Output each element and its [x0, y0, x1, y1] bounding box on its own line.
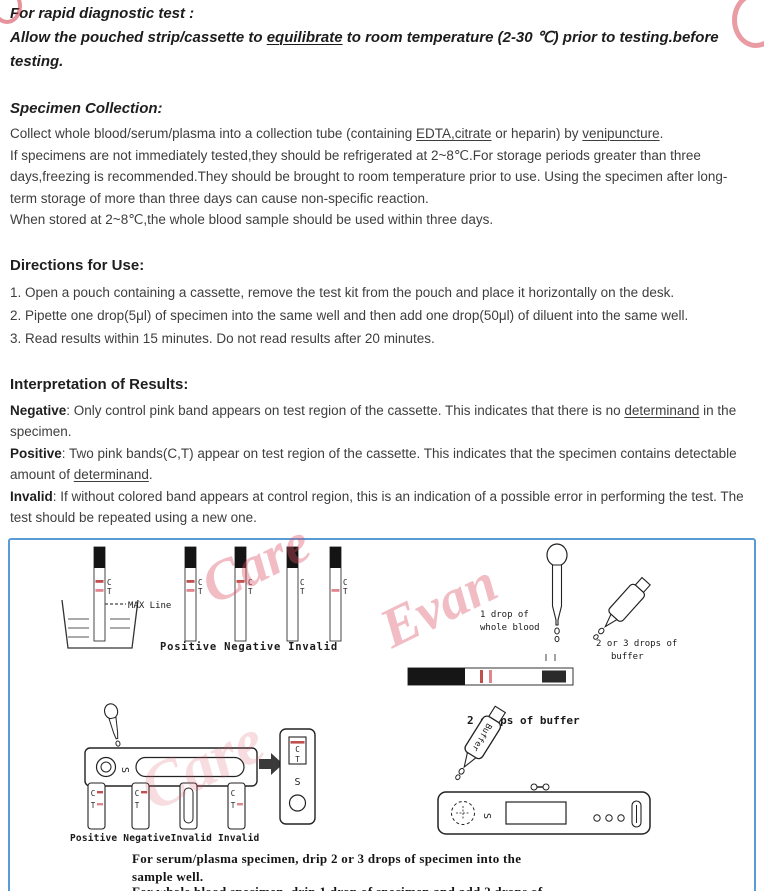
- result-strip-invalid-t: C T: [227, 782, 246, 830]
- underlined-word-determinand-1: determinand: [624, 402, 700, 418]
- strip-letter-c: C: [135, 789, 140, 798]
- underlined-word-equilibrate: equilibrate: [266, 29, 343, 46]
- cassette-letter-c: C: [295, 745, 300, 754]
- right-arrow-icon: [259, 753, 283, 775]
- blood-drop-label-line2: whole blood: [480, 623, 540, 633]
- strip-letter-t: T: [300, 587, 305, 596]
- specimen-p1-mid: or heparin) by: [491, 126, 583, 141]
- invalid-term: Invalid: [10, 488, 53, 504]
- cassette-vertical: C T S: [279, 728, 316, 825]
- directions-item-1: 1. Open a pouch containing a cassette, r…: [10, 284, 675, 300]
- strip-letter-c: C: [91, 789, 96, 798]
- result-strip-negative: C T: [131, 782, 150, 830]
- test-procedure-diagram: C T MAX Line C T C T C T: [61, 543, 677, 844]
- strip-letter-t: T: [248, 587, 253, 596]
- cassette-bottom-right: S: [437, 791, 651, 835]
- figure-caption-line2: sample well.: [132, 868, 204, 884]
- positive-text: : Two pink bands(C,T) appear on test reg…: [10, 445, 737, 483]
- intro-paragraph: For rapid diagnostic test : Allow the po…: [10, 2, 754, 74]
- intro-title: For rapid diagnostic test :: [10, 5, 195, 22]
- strip-letter-c: C: [343, 578, 348, 587]
- intro-body-text: Allow the pouched strip/cassette to: [10, 29, 267, 46]
- figure-caption-cutoff: For whole blood specimen, drip 1 drop of…: [132, 884, 542, 891]
- specimen-paragraph-3: When stored at 2~8℃,the whole blood samp…: [10, 212, 494, 227]
- strip-letter-c: C: [300, 578, 305, 587]
- test-strip-in-beaker: C T: [93, 546, 112, 642]
- strip-letter-t: T: [343, 587, 348, 596]
- strip-letter-c: C: [107, 578, 112, 587]
- strip-letter-t: T: [231, 801, 236, 810]
- specimen-p1-end: .: [659, 126, 664, 141]
- strip-letter-t: T: [91, 801, 96, 810]
- intro-body-text-end: to room temperature (2-30 ℃) prior to te…: [10, 29, 719, 70]
- specimen-paragraph-2: If specimens are not immediately tested,…: [10, 147, 728, 206]
- cassette-top-view: S: [84, 747, 258, 787]
- cassette-letter-s: S: [294, 777, 300, 788]
- test-strip-negative: C T: [234, 546, 253, 642]
- underlined-word-venipuncture: venipuncture: [582, 126, 660, 141]
- negative-text-end: in the specimen.: [10, 402, 737, 440]
- interpretation-negative: Negative: Only control pink band appears…: [10, 400, 754, 443]
- dumbbell-mark: [530, 783, 550, 791]
- max-line-label: MAX Line: [128, 601, 171, 611]
- interpretation-positive: Positive: Two pink bands(C,T) appear on …: [10, 443, 754, 486]
- strip-letter-t: T: [135, 801, 140, 810]
- directions-heading: Directions for Use:: [10, 256, 145, 274]
- underlined-word-determinand-2: determinand: [73, 467, 149, 482]
- strip-letter-c: C: [231, 789, 236, 798]
- cassette-letter-s: S: [481, 813, 492, 819]
- directions-item-2: 2. Pipette one drop(5μl) of specimen int…: [10, 307, 689, 323]
- cassette-letter-s: S: [119, 767, 130, 773]
- test-strip-invalid-blank: C T: [286, 546, 305, 642]
- strip-letter-t: T: [107, 587, 112, 596]
- specimen-collection-heading: Specimen Collection:: [10, 100, 163, 117]
- directions-item-3: 3. Read results within 15 minutes. Do no…: [10, 330, 435, 346]
- test-strip-invalid-t-only: C T: [329, 546, 348, 642]
- underlined-word-edta: EDTA,citrate: [415, 126, 492, 141]
- test-strip-positive: C T: [184, 546, 203, 642]
- interpretation-heading: Interpretation of Results:: [10, 375, 189, 393]
- strip-letter-t: T: [198, 587, 203, 596]
- blood-drop-label-line1: 1 drop of: [480, 610, 529, 620]
- cassette-result-labels: Positive NegativeInvalid Invalid: [70, 833, 260, 844]
- result-strip-positive: C T: [87, 782, 106, 830]
- diagram-figure-box: C T MAX Line C T C T C T: [8, 512, 756, 891]
- cassette-letter-t: T: [295, 755, 300, 764]
- figure-caption-line1: For serum/plasma specimen, drip 2 or 3 d…: [132, 851, 522, 866]
- red-watermark-fragment-top-left: [0, 0, 22, 24]
- buffer-drop-label-line1: 2 or 3 drops of: [596, 639, 677, 649]
- document-page: For rapid diagnostic test : Allow the po…: [0, 0, 764, 529]
- positive-term: Positive: [10, 445, 62, 461]
- pipette-dropper: [546, 543, 568, 643]
- negative-term: Negative: [10, 402, 67, 418]
- invalid-text: : If without colored band appears at con…: [10, 488, 744, 526]
- beaker: [61, 599, 139, 649]
- positive-text-end: .: [148, 467, 153, 482]
- strip-letter-c: C: [248, 578, 253, 587]
- specimen-paragraph-1: Collect whole blood/serum/plasma into a …: [10, 123, 754, 145]
- strip-letter-c: C: [198, 578, 203, 587]
- horizontal-test-strip: [407, 654, 574, 686]
- strip-result-labels: Positive Negative Invalid: [160, 641, 338, 653]
- intro-body: Allow the pouched strip/cassette to equi…: [10, 26, 754, 74]
- buffer-bottle: [593, 576, 651, 640]
- specimen-p1-text: Collect whole blood/serum/plasma into a …: [10, 126, 416, 141]
- interpretation-invalid: Invalid: If without colored band appears…: [10, 486, 754, 529]
- negative-text: : Only control pink band appears on test…: [66, 402, 625, 418]
- figure-caption: For serum/plasma specimen, drip 2 or 3 d…: [132, 850, 521, 885]
- red-watermark-fragment-top-right: [732, 0, 764, 48]
- buffer-drop-label-line2: buffer: [611, 652, 644, 662]
- result-strip-invalid-blank: [179, 782, 198, 830]
- small-dropper: [103, 703, 121, 747]
